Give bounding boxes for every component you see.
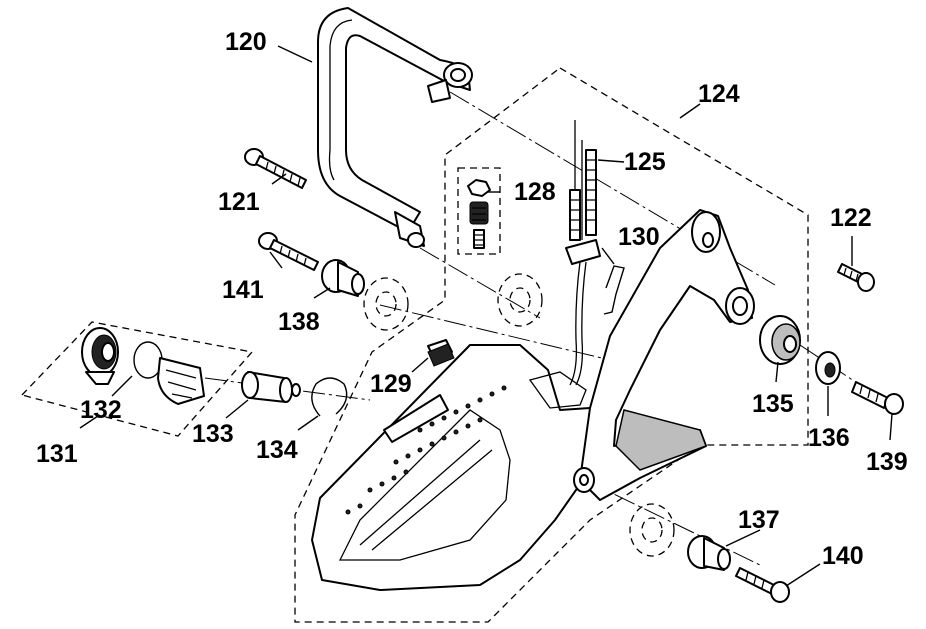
rubber-buffer-lower [629, 503, 675, 557]
circlip-134 [311, 377, 348, 417]
throttle-cable-125 [565, 120, 601, 386]
filter-133 [241, 371, 301, 403]
group-outline-128 [457, 167, 501, 255]
callout-139: 139 [866, 448, 908, 476]
group-outline-131 [20, 321, 254, 437]
screw-139 [851, 381, 904, 415]
spacer-138 [321, 259, 365, 297]
spring-clip-130 [603, 265, 625, 315]
handle-housing [311, 209, 755, 591]
callout-129: 129 [370, 370, 412, 398]
washer-136 [815, 351, 841, 385]
leader-lines [79, 45, 893, 587]
callout-131: 131 [36, 440, 78, 468]
axis-line-right [799, 344, 891, 406]
callout-137: 137 [738, 506, 780, 534]
axis-line-rear [379, 304, 611, 361]
callout-121: 121 [218, 188, 260, 216]
callout-122: 122 [830, 204, 872, 232]
kit-128-parts [467, 179, 491, 249]
callout-132: 132 [80, 396, 122, 424]
screw-141 [258, 232, 319, 271]
filter-cap-132 [81, 327, 205, 405]
callout-135: 135 [752, 390, 794, 418]
top-handle-part [317, 7, 473, 248]
housing-vent-holes [345, 385, 507, 515]
rubber-buffer-upper-center [497, 273, 543, 327]
callout-141: 141 [222, 276, 264, 304]
axis-line-handle-lower [419, 247, 541, 319]
callout-140: 140 [822, 542, 864, 570]
screw-122 [837, 263, 875, 292]
callout-125: 125 [624, 148, 666, 176]
group-outline-124 [294, 67, 809, 623]
rubber-buffer-upper-left [363, 277, 409, 331]
callout-124: 124 [698, 80, 740, 108]
screw-121 [244, 148, 307, 189]
callout-136: 136 [808, 424, 850, 452]
callout-134: 134 [256, 436, 298, 464]
spacer-137 [687, 535, 731, 571]
callout-128: 128 [514, 178, 556, 206]
cap-129 [427, 343, 455, 367]
screw-140 [735, 567, 790, 603]
callout-130: 130 [618, 223, 660, 251]
callout-138: 138 [278, 308, 320, 336]
callout-120: 120 [225, 28, 267, 56]
rubber-bush-135 [759, 315, 801, 365]
callout-133: 133 [192, 420, 234, 448]
